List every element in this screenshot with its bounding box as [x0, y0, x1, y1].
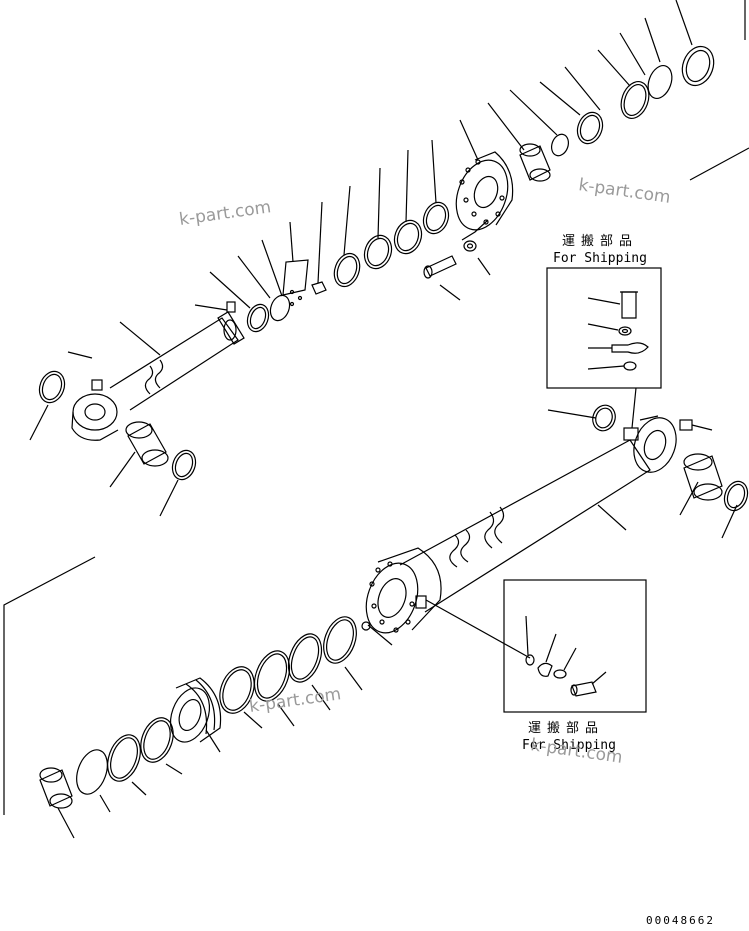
- watermark: k-part.com: [577, 175, 671, 208]
- shipping-box-bottom: [425, 579, 647, 713]
- cylinder-tube: [361, 404, 749, 646]
- frame-lines: [3, 0, 749, 815]
- piston-assembly: [39, 616, 363, 839]
- shipping-box-top: [546, 267, 662, 429]
- cylinder-head: [423, 119, 514, 301]
- rod-packings: [209, 139, 450, 333]
- watermark: k-part.com: [248, 684, 342, 717]
- rod-assembly: [29, 301, 245, 517]
- watermark: k-part.com: [178, 197, 272, 230]
- head-seals: [487, 0, 715, 182]
- shipping-top-label-jp: 運搬部品: [562, 234, 638, 249]
- labels: 運搬部品 For Shipping 運搬部品 For Shipping k-pa…: [178, 175, 715, 927]
- drawing-code: 00048662: [646, 914, 715, 927]
- shipping-bottom-label-en: For Shipping: [522, 738, 616, 753]
- shipping-bottom-label-jp: 運搬部品: [528, 721, 604, 736]
- shipping-top-label-en: For Shipping: [553, 251, 647, 266]
